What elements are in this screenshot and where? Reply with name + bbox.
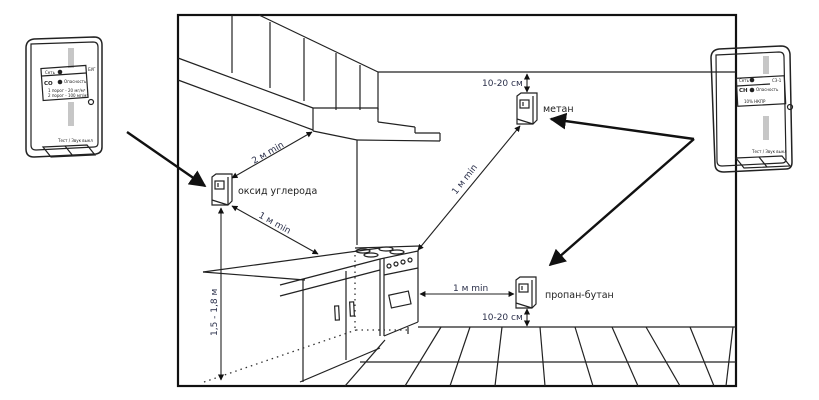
co-device-power-label: Сеть <box>45 70 56 75</box>
co-device-test-label: Тест / Звук выкл <box>57 138 93 143</box>
callout-arrows <box>126 112 695 267</box>
methane-sensor <box>516 92 538 125</box>
dotted-guides <box>203 255 408 383</box>
label-propane-butane: пропан-бутан <box>545 290 614 301</box>
room-frame <box>176 13 738 388</box>
dim-label-propane-floor: 10-20 см <box>482 313 523 323</box>
dim-label-co-hood: 2 м min <box>251 140 287 166</box>
dim-label-co-stove: 1 м min <box>257 211 293 237</box>
dimension-lines <box>217 73 531 381</box>
methane-device-test-label: Тест / Звук выкл <box>751 149 787 154</box>
kitchen-counter <box>202 247 381 383</box>
label-carbon-monoxide: оксид углерода <box>238 186 317 197</box>
co-device-model: БУГ <box>88 67 96 72</box>
methane-device-power-label: Сеть <box>739 78 750 83</box>
co-device-threshold-2: 2 порог - 100 мг/м³ <box>48 93 88 98</box>
floor-tiles <box>344 326 736 387</box>
methane-detector-device: Сеть CH Опасность СЗ-1 10% НКПР Тест / З… <box>710 45 794 173</box>
co-detector-device: Сеть CO Опасность 1 порог - 20 мг/м³ 2 п… <box>25 36 103 158</box>
wall-cabinets <box>177 14 736 131</box>
range-hood <box>312 107 441 245</box>
dim-label-methane-ceiling: 10-20 см <box>482 79 523 89</box>
methane-device-pre-label: 10% НКПР <box>744 99 766 104</box>
methane-device-alarm-label: Опасность <box>756 87 779 92</box>
propane-sensor <box>515 276 537 309</box>
co-device-alarm-label: Опасность <box>64 79 87 84</box>
co-device-gas-label: CO <box>44 81 53 87</box>
dim-label-propane-stove: 1 м min <box>453 284 488 294</box>
co-device-threshold-1: 1 порог - 20 мг/м³ <box>48 88 86 93</box>
methane-device-model: СЗ-1 <box>772 78 782 83</box>
gas-stove <box>354 245 421 337</box>
co-sensor <box>211 173 233 206</box>
label-methane: метан <box>543 104 574 115</box>
dim-label-co-height: 1,5 - 1,8 м <box>210 289 220 336</box>
methane-device-gas-label: CH <box>739 88 748 94</box>
